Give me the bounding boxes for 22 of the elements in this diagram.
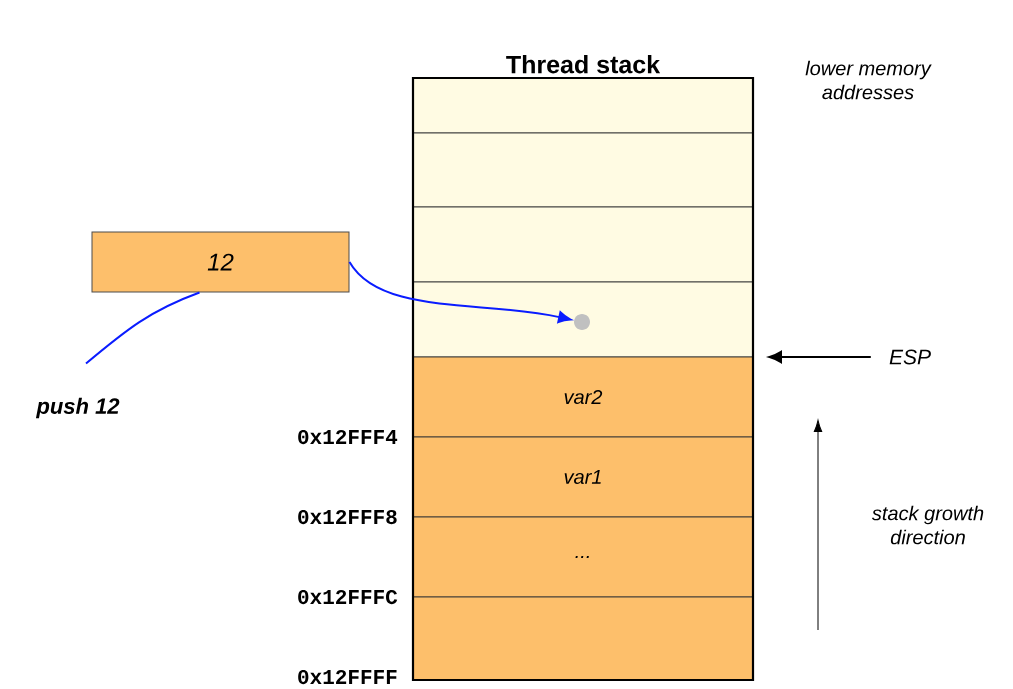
stack-cell: ...	[412, 516, 754, 598]
pointer-arrow	[768, 350, 872, 364]
address-label: 0x12FFF8	[298, 509, 397, 525]
marker-dot	[574, 314, 590, 330]
stack-cell	[412, 206, 754, 283]
curved-arrow	[348, 261, 572, 324]
address-label: 0x12FFFC	[298, 589, 398, 605]
note-text: lower memory addresses	[805, 60, 932, 100]
stack-title: Thread stack	[506, 55, 661, 74]
address-label: 0x12FFFF	[298, 669, 397, 685]
stack-cell	[412, 77, 754, 134]
stack-cell	[412, 281, 754, 358]
instruction-label: push 12	[35, 397, 120, 419]
stack-cell: var2	[412, 356, 754, 438]
stack-frame	[411, 76, 755, 682]
stack-cell: var1	[412, 436, 754, 518]
stack-cell	[412, 596, 754, 681]
note-text: stack growth direction	[871, 505, 984, 545]
address-label: 0x12FFF4	[298, 429, 398, 445]
value-box: 12	[91, 231, 350, 293]
register-label: ESP	[889, 349, 931, 365]
stack-cell	[412, 132, 754, 208]
